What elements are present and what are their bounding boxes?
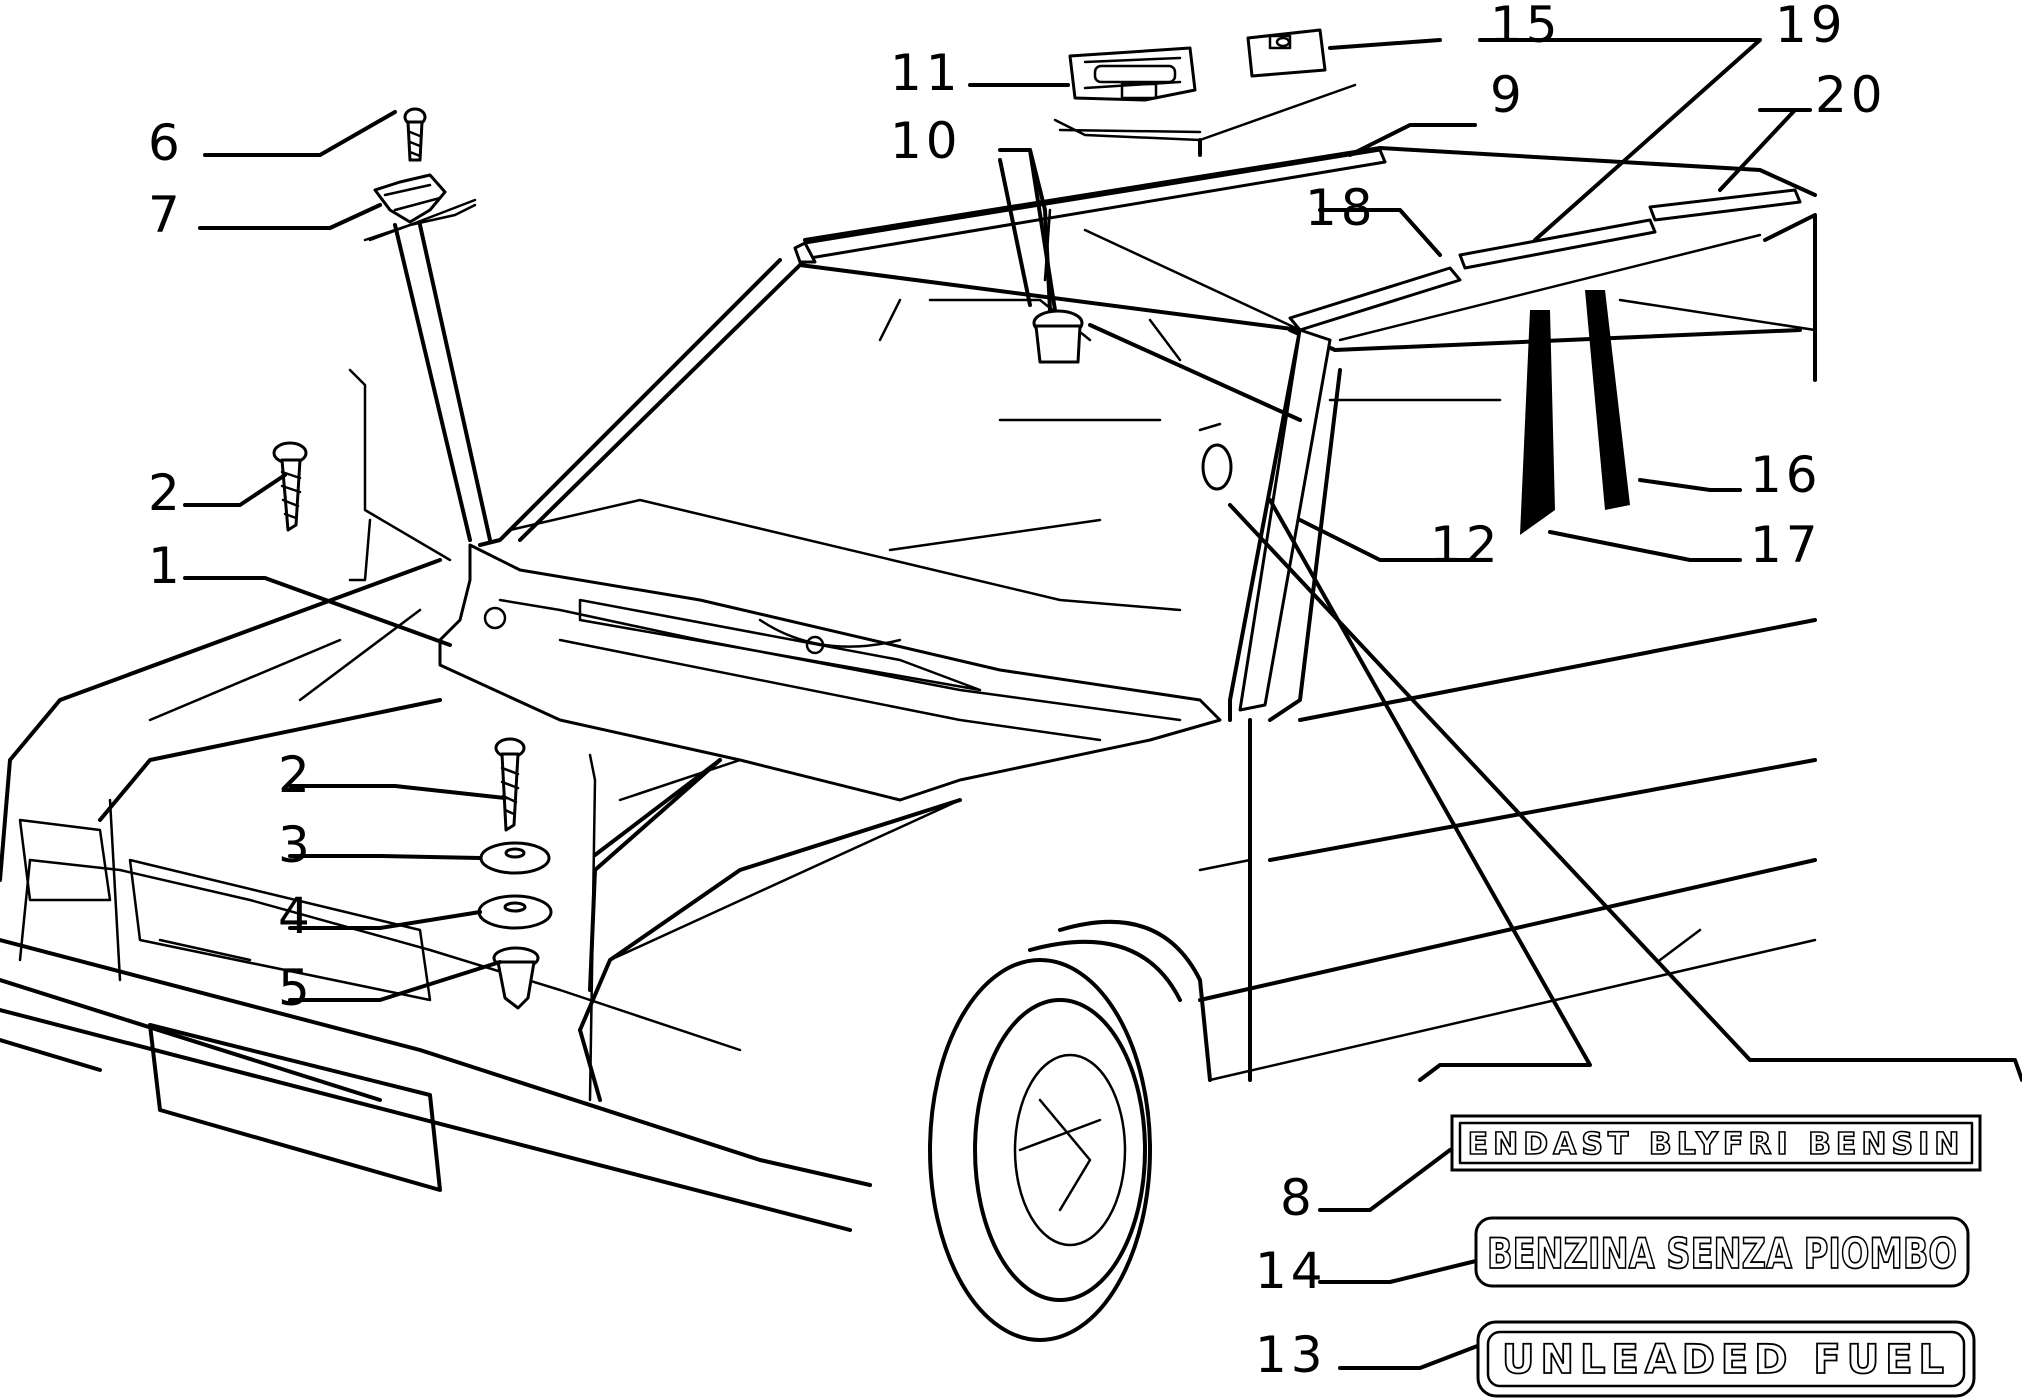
callout-18: 18: [1305, 179, 1377, 237]
callout-7: 7: [148, 186, 184, 244]
callout-12: 12: [1430, 516, 1502, 574]
roof-mouldings: [793, 148, 1802, 712]
plug-part-10: [1032, 309, 1084, 364]
callout-14: 14: [1255, 1242, 1327, 1300]
screw-part-2-upper: [272, 441, 308, 532]
decal-swedish-text: ENDAST BLYFRI BENSIN: [1468, 1127, 1965, 1162]
moulding-end-cap: [1288, 266, 1462, 332]
decal-english: UNLEADED FUEL: [1476, 1320, 1976, 1398]
callout-11: 11: [890, 44, 962, 102]
pillar-decals: [1520, 290, 1630, 535]
rear-roof-moulding: [1648, 188, 1802, 222]
side-roof-moulding: [1458, 218, 1657, 270]
clip-nut-part-5: [492, 946, 540, 1010]
decal-italian-text: BENZINA SENZA PIOMBO: [1487, 1229, 1957, 1278]
callout-5: 5: [278, 959, 314, 1017]
callout-numbers: 6 7 2 1 2 3 4 5 11 10 15 9 18 19 20 16 1…: [148, 0, 1887, 1384]
callout-16: 16: [1750, 446, 1822, 504]
callout-3: 3: [278, 816, 314, 874]
washer-part-3: [479, 841, 551, 875]
screw-part-2-lower: [494, 737, 526, 832]
windshield-sticker: [1198, 422, 1233, 491]
callout-19: 19: [1775, 0, 1847, 54]
callout-2-lower: 2: [278, 746, 314, 804]
lens-part-15: [1246, 28, 1327, 78]
callout-6: 6: [148, 114, 184, 172]
screw-part-6: [403, 107, 427, 162]
washer-part-4: [477, 894, 553, 930]
callout-17: 17: [1750, 516, 1822, 574]
leader-lines: [183, 38, 2022, 1370]
callout-13: 13: [1255, 1326, 1327, 1384]
callout-10: 10: [890, 112, 962, 170]
callout-20: 20: [1815, 66, 1887, 124]
callout-9: 9: [1490, 66, 1526, 124]
decal-italian: BENZINA SENZA PIOMBO: [1474, 1216, 1970, 1288]
lamp-housing-part-11: [1068, 46, 1197, 102]
windshield-side-moulding: [1238, 328, 1332, 712]
callout-8: 8: [1280, 1169, 1316, 1227]
decal-swedish: ENDAST BLYFRI BENSIN: [1450, 1114, 1982, 1172]
callout-1: 1: [148, 537, 184, 595]
callout-15: 15: [1490, 0, 1562, 54]
callout-2-upper: 2: [148, 464, 184, 522]
decal-english-text: UNLEADED FUEL: [1502, 1337, 1950, 1383]
callout-4: 4: [278, 887, 314, 945]
